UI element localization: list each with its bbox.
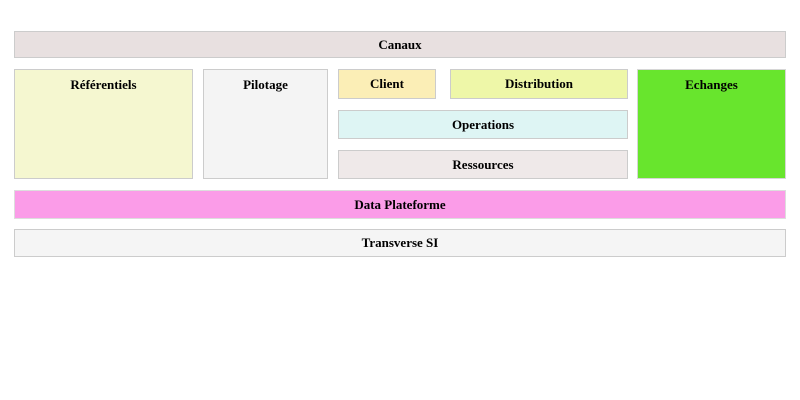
block-distribution-label: Distribution: [505, 76, 573, 91]
block-distribution: Distribution: [450, 69, 628, 99]
block-ressources: Ressources: [338, 150, 628, 179]
block-canaux-label: Canaux: [378, 36, 422, 52]
block-pilotage-label: Pilotage: [243, 77, 288, 92]
block-data-plateforme-label: Data Plateforme: [354, 196, 446, 212]
block-echanges-label: Echanges: [685, 77, 738, 92]
block-echanges: Echanges: [637, 69, 786, 179]
block-transverse-si: Transverse SI: [14, 229, 786, 257]
block-pilotage: Pilotage: [203, 69, 328, 179]
block-client: Client: [338, 69, 436, 99]
block-operations-label: Operations: [451, 116, 515, 132]
block-ressources-label: Ressources: [452, 156, 514, 172]
block-referentiels-label: Référentiels: [70, 77, 137, 92]
block-canaux: Canaux: [14, 31, 786, 58]
block-client-label: Client: [370, 76, 404, 91]
block-data-plateforme: Data Plateforme: [14, 190, 786, 219]
block-referentiels: Référentiels: [14, 69, 193, 179]
block-transverse-si-label: Transverse SI: [361, 235, 439, 250]
block-operations: Operations: [338, 110, 628, 139]
